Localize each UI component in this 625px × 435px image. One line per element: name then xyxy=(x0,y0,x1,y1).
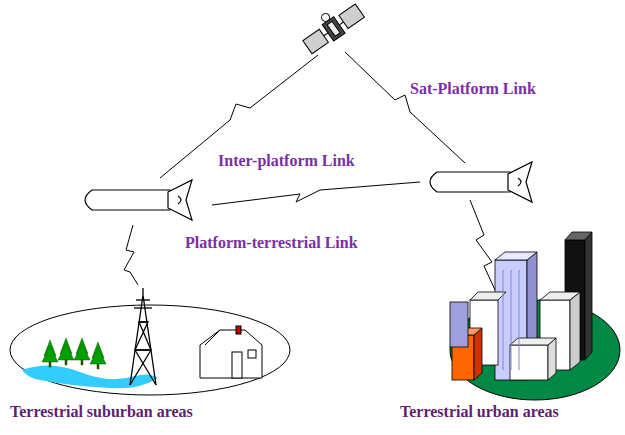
link-label: Sat-Platform Link xyxy=(408,80,538,98)
urban-area xyxy=(450,232,620,400)
suburban-area xyxy=(10,288,290,395)
link-label: Platform-terrestrial Link xyxy=(183,234,360,252)
area-label: Terrestrial urban areas xyxy=(398,403,561,421)
platform-airship xyxy=(85,180,192,220)
area-label: Terrestrial suburban areas xyxy=(8,403,195,421)
link-label: Inter-platform Link xyxy=(216,152,357,170)
platform-airship xyxy=(430,162,532,202)
satellite xyxy=(297,0,365,55)
